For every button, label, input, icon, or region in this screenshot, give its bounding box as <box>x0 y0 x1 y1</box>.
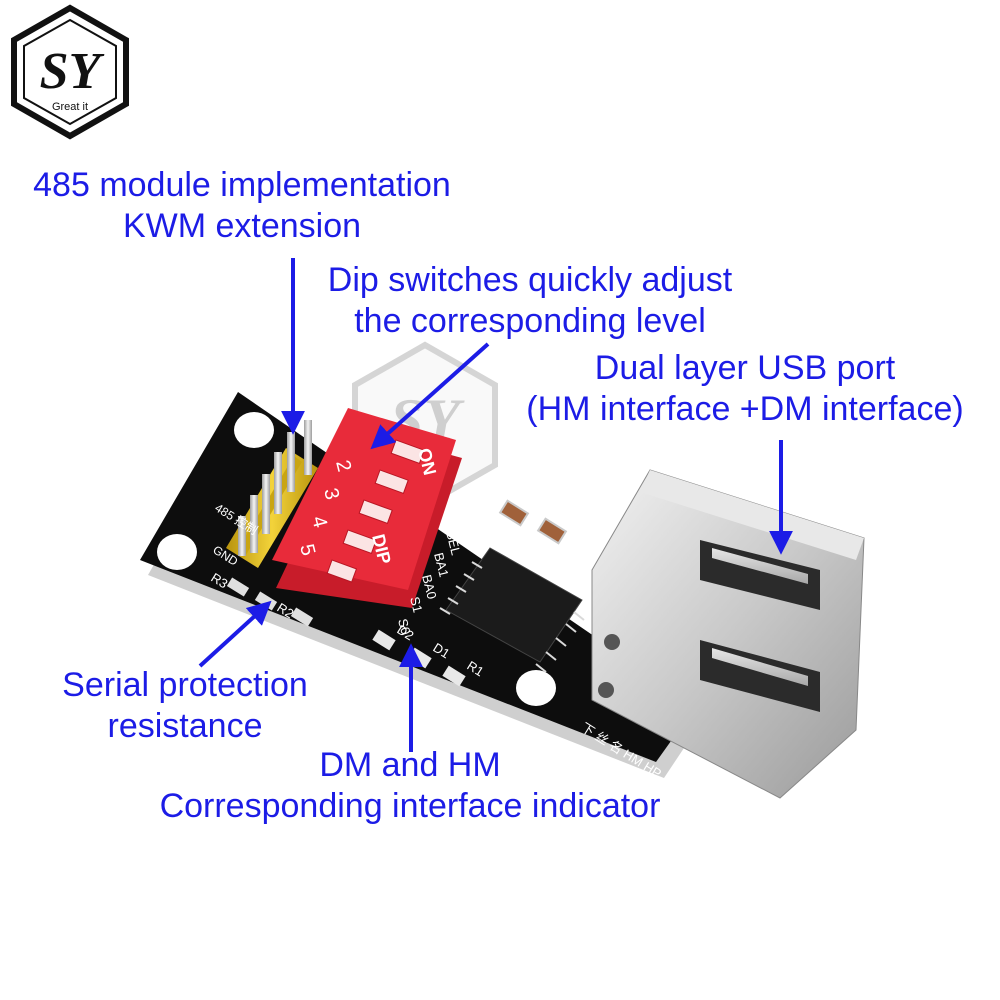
mounting-hole <box>234 412 274 448</box>
silk-d2: D2 <box>394 622 416 644</box>
silk-ba1: BA1 <box>431 551 452 578</box>
callout-indicator: DM and HM Corresponding interface indica… <box>130 745 690 827</box>
callout-header-pins: 485 module implementation KWM extension <box>12 165 472 247</box>
callout-line: Dual layer USB port <box>594 349 896 387</box>
usb-port-stack <box>591 469 865 799</box>
mounting-hole <box>516 670 556 706</box>
callout-line: Serial protection <box>62 666 308 704</box>
arrow-dip <box>370 342 490 450</box>
callout-line: resistance <box>107 707 263 745</box>
silk-s0: S0 <box>395 617 413 636</box>
silk-r3: R3 <box>208 570 230 592</box>
callout-arrows <box>198 258 793 752</box>
dip-number: 2 <box>331 458 355 474</box>
callout-line: DM and HM <box>319 746 501 784</box>
callout-line: Corresponding interface indicator <box>159 787 661 825</box>
callout-dip-switch: Dip switches quickly adjust the correspo… <box>305 260 755 342</box>
callout-line: KWM extension <box>122 207 362 245</box>
silk-d1: D1 <box>430 640 452 662</box>
controller-chip <box>439 547 585 673</box>
dip-number: 4 <box>307 514 331 530</box>
callout-usb-port: Dual layer USB port (HM interface +DM in… <box>500 348 990 430</box>
silk-r1: R1 <box>464 658 486 680</box>
dip-switch[interactable]: ON DIP 2 3 4 5 <box>272 408 462 608</box>
callout-line: the corresponding level <box>354 302 706 340</box>
logo-letters: SY <box>40 43 105 100</box>
callout-line: (HM interface +DM interface) <box>526 390 964 428</box>
silk-s1: S1 <box>407 595 425 614</box>
silk-sel: SEL <box>443 529 464 556</box>
silk-ba0: BA0 <box>419 573 440 600</box>
dip-number: 3 <box>319 486 343 502</box>
brand-logo: SY Great it <box>11 4 129 140</box>
mounting-hole <box>157 534 197 570</box>
dip-number: 5 <box>295 542 319 558</box>
callout-resistors: Serial protection resistance <box>40 665 330 747</box>
capacitors <box>498 499 568 545</box>
arrow-resistor <box>198 600 272 668</box>
logo-tagline: Great it <box>52 101 88 113</box>
callout-line: 485 module implementation <box>33 166 451 204</box>
callout-line: Dip switches quickly adjust <box>327 261 733 299</box>
